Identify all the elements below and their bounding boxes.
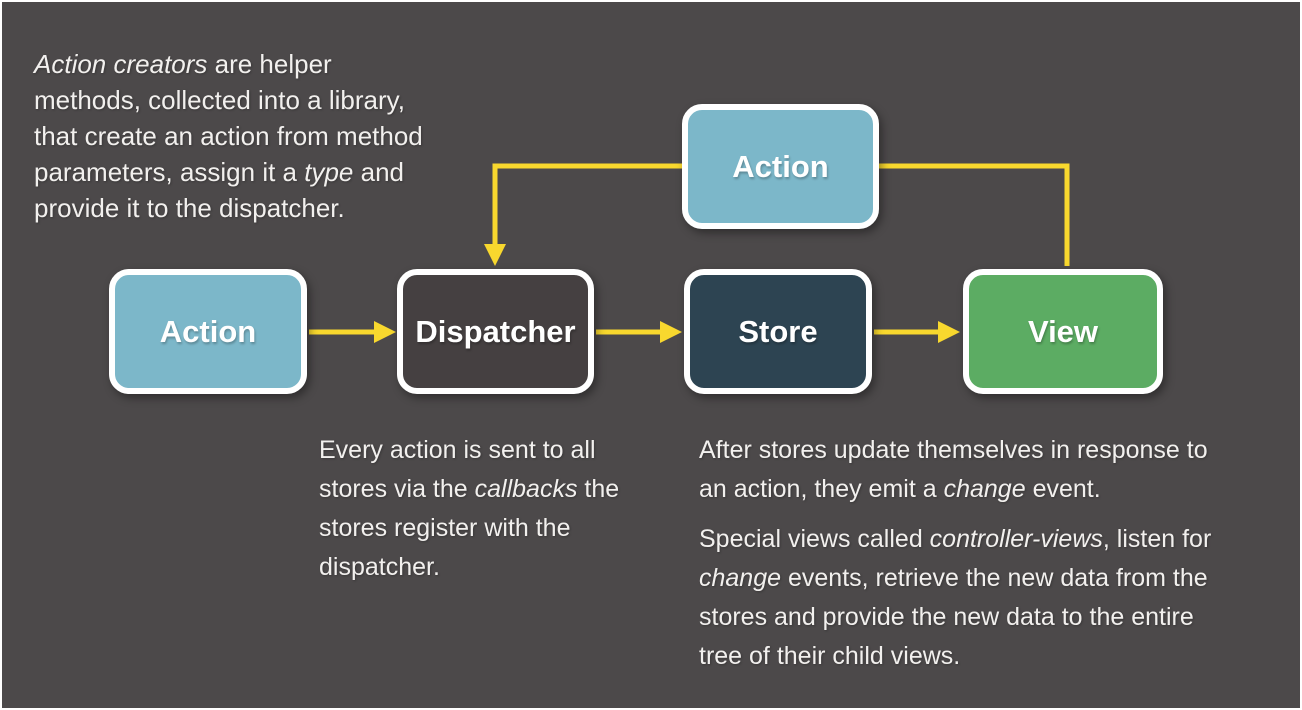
- arrowhead-dispatcher-to-store: [660, 321, 682, 343]
- store-change-note: After stores update themselves in respon…: [699, 436, 1208, 503]
- dispatcher-box: Dispatcher: [397, 269, 594, 394]
- arrow-topaction-to-dispatcher: [492, 163, 682, 244]
- store-box: Store: [684, 269, 872, 394]
- action-box-top: Action: [682, 104, 879, 229]
- action-box-label: Action: [159, 313, 257, 349]
- arrowhead-topaction-to-dispatcher: [484, 244, 506, 266]
- view-box: View: [963, 269, 1163, 394]
- line-view-to-topaction: [879, 163, 1070, 266]
- controller-views-note: Special views called controller-views, l…: [699, 525, 1212, 670]
- arrowhead-store-to-view: [938, 321, 960, 343]
- view-box-label: View: [1027, 313, 1099, 349]
- store-box-label: Store: [738, 313, 818, 349]
- action-box: Action: [109, 269, 307, 394]
- arrowhead-action-to-dispatcher: [374, 321, 396, 343]
- action-box-top-label: Action: [732, 148, 829, 184]
- dispatcher-box-label: Dispatcher: [415, 313, 576, 349]
